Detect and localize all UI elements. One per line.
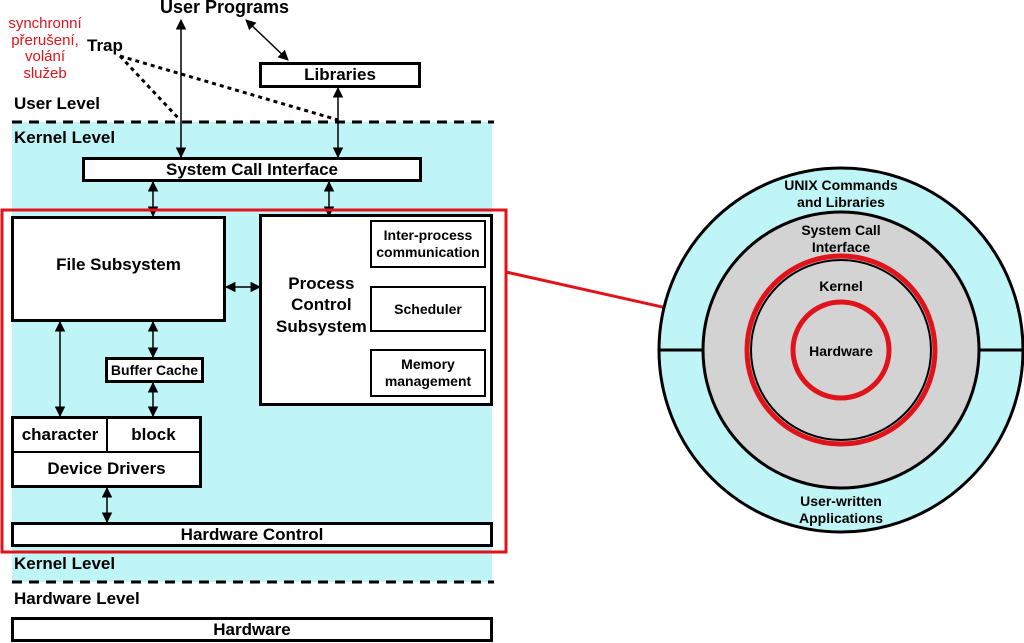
ring-commands-label: UNIX Commands and Libraries (761, 177, 921, 211)
kernel-highlight-box (0, 208, 508, 554)
character-cell: character (14, 419, 108, 453)
ring-syscall-line-2: Interface (811, 238, 871, 255)
ring-kernel-text: Kernel (819, 278, 863, 294)
ring-kernel-inner-black (750, 259, 932, 441)
hardware-box: Hardware (11, 617, 493, 642)
ipc-line-2: communication (376, 244, 480, 260)
red-note-line-2: přerušení, (11, 31, 79, 49)
process-control-line-3: Subsystem (276, 316, 367, 336)
ring-user-apps-line-2: Applications (798, 509, 883, 526)
trap-label: Trap (87, 36, 123, 55)
red-note-line-1: synchronní (8, 15, 82, 32)
scheduler-box: Scheduler (370, 286, 486, 332)
ring-hardware-label: Hardware (791, 343, 891, 359)
kernel-level-top-label: Kernel Level (14, 128, 116, 147)
trap-line-left (118, 54, 182, 122)
process-control-label: Process Control Subsystem (276, 273, 367, 337)
red-note-line-3: volání (24, 48, 66, 65)
device-drivers-box: character block Device Drivers (11, 416, 202, 488)
memory-line-1: Memory (401, 355, 455, 372)
buffer-cache-box: Buffer Cache (105, 357, 204, 383)
ipc-line-1: Inter-process (383, 226, 473, 243)
memory-management-box: Memory management (370, 349, 486, 397)
kernel-level-bottom-label: Kernel Level (14, 554, 116, 573)
hardware-control-label: Hardware Control (180, 524, 324, 544)
libraries-label: Libraries (304, 65, 376, 84)
system-call-interface-box: System Call Interface (82, 157, 422, 182)
ring-kernel-label: Kernel (791, 278, 891, 294)
ring-hardware-text: Hardware (809, 343, 873, 359)
ring-commands-line-2: and Libraries (797, 193, 885, 210)
ring-user-apps-label: User-written Applications (761, 493, 921, 527)
red-note-line-4: služeb (23, 64, 67, 82)
device-drivers-cell: Device Drivers (14, 453, 199, 485)
ring-syscall-label: System Call Interface (771, 222, 911, 256)
ring-commands-line-1: UNIX Commands (784, 177, 898, 193)
hardware-control-box: Hardware Control (11, 522, 493, 547)
scheduler-label: Scheduler (394, 301, 462, 317)
hardware-level-label: Hardware Level (14, 589, 140, 608)
ring-user-apps-line-1: User-written (800, 493, 882, 509)
libraries-box: Libraries (259, 62, 421, 88)
character-label: character (21, 425, 99, 444)
red-note: synchronní přerušení, volání služeb (4, 15, 86, 82)
hardware-label: Hardware (213, 619, 291, 639)
file-subsystem-label: File Subsystem (56, 255, 181, 274)
block-cell: block (108, 419, 199, 453)
system-call-interface-label: System Call Interface (166, 159, 338, 179)
user-programs-label: User Programs (160, 0, 290, 17)
ring-syscall-line-1: System Call (801, 222, 881, 238)
process-control-line-1: Process (288, 274, 355, 293)
process-control-line-2: Control (291, 295, 352, 315)
user-level-label: User Level (14, 94, 100, 113)
ipc-box: Inter-process communication (370, 220, 486, 268)
buffer-cache-label: Buffer Cache (110, 362, 199, 378)
trap-line-right (119, 54, 339, 122)
arrow-userprog-libraries (245, 19, 289, 61)
block-label: block (131, 425, 176, 444)
file-subsystem-box: File Subsystem (11, 216, 226, 322)
device-drivers-label: Device Drivers (47, 459, 166, 478)
memory-line-2: management (384, 373, 472, 389)
ring-hardware (790, 299, 892, 401)
